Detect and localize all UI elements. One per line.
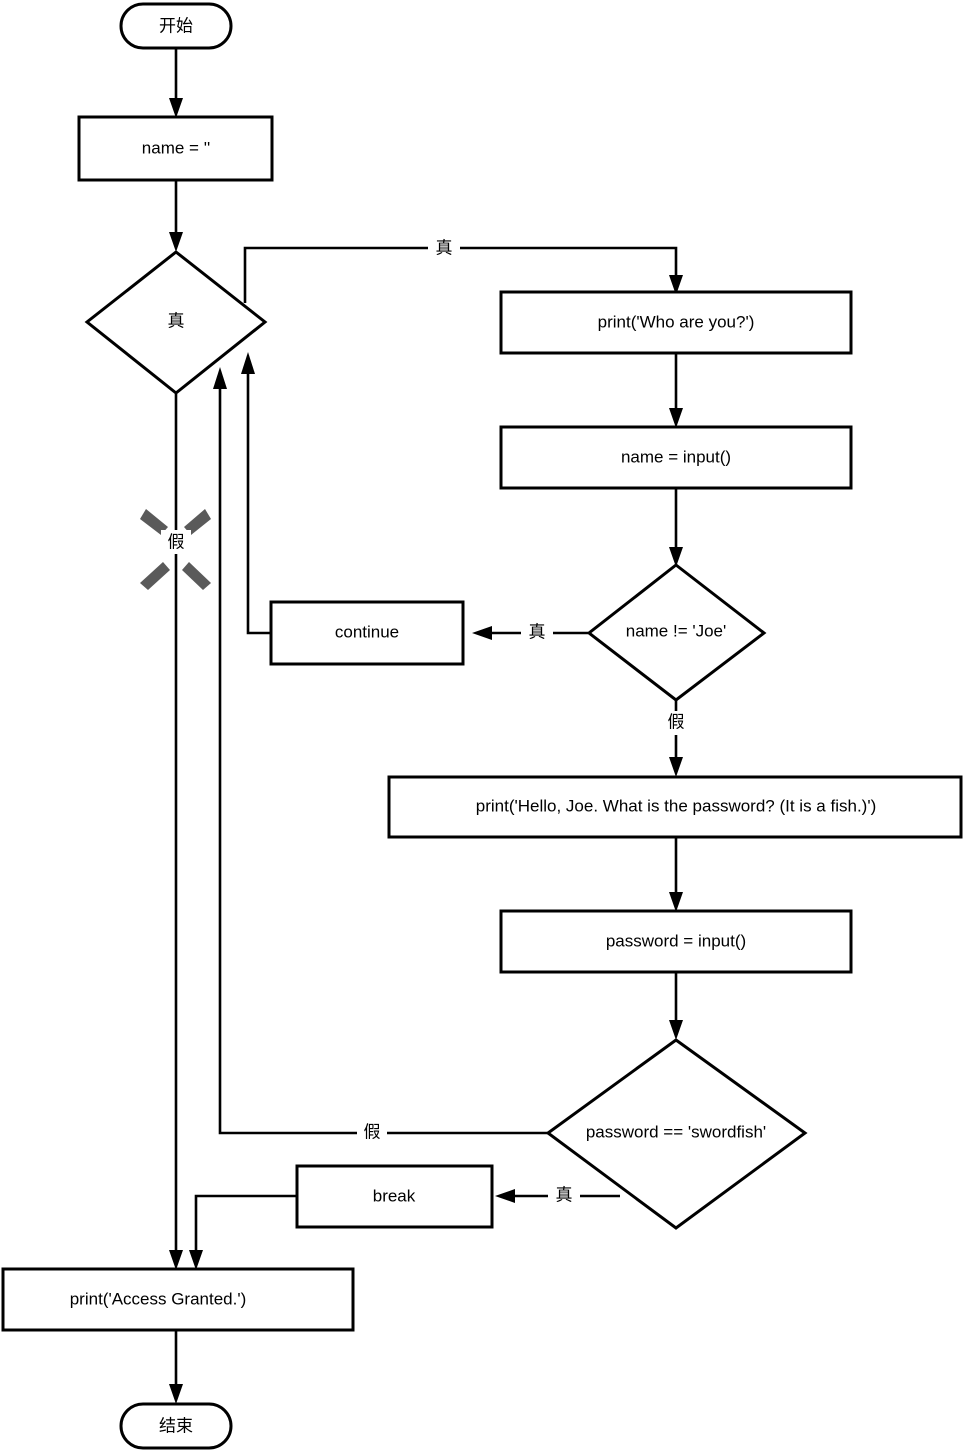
node-break[interactable]: break bbox=[295, 1164, 494, 1229]
node-password-check[interactable]: password == 'swordfish' bbox=[545, 1038, 808, 1230]
edge-printwho-to-nameinput bbox=[669, 352, 683, 428]
svg-text:假: 假 bbox=[668, 712, 685, 731]
edge-label-pass-true: 真 bbox=[548, 1184, 580, 1208]
node-continue-label: continue bbox=[335, 622, 399, 641]
node-name-check[interactable]: name != 'Joe' bbox=[586, 563, 767, 702]
node-print-access[interactable]: print('Access Granted.') bbox=[1, 1267, 355, 1332]
svg-text:假: 假 bbox=[168, 532, 185, 551]
node-start-label: 开始 bbox=[159, 16, 193, 35]
svg-text:真: 真 bbox=[556, 1185, 573, 1204]
node-name-input-label: name = input() bbox=[621, 447, 731, 466]
edge-nameinput-to-namecheck bbox=[669, 488, 683, 567]
line-crossing-mark bbox=[140, 509, 211, 590]
edge-loopcond-false-to-printaccess bbox=[169, 394, 183, 1270]
edge-label-pass-false: 假 bbox=[357, 1121, 387, 1145]
edge-passcheck-false-to-loopcond bbox=[213, 367, 548, 1135]
edge-label-name-false: 假 bbox=[661, 711, 691, 735]
edge-passinput-to-passcheck bbox=[669, 972, 683, 1040]
node-init-name-label: name = '' bbox=[142, 138, 210, 157]
node-password-input[interactable]: password = input() bbox=[499, 909, 853, 974]
svg-text:真: 真 bbox=[436, 238, 453, 257]
edge-break-to-printaccess bbox=[189, 1194, 297, 1270]
edge-start-to-init bbox=[169, 48, 183, 118]
node-print-hello-label: print('Hello, Joe. What is the password?… bbox=[476, 796, 876, 815]
node-name-check-label: name != 'Joe' bbox=[626, 621, 727, 640]
node-end[interactable]: 结束 bbox=[119, 1402, 233, 1450]
node-loop-condition-label: 真 bbox=[168, 311, 185, 330]
edge-printaccess-to-end bbox=[169, 1330, 183, 1404]
node-start[interactable]: 开始 bbox=[119, 2, 233, 50]
node-print-who-label: print('Who are you?') bbox=[598, 312, 755, 331]
edge-loopcond-true-to-printwho bbox=[243, 246, 683, 303]
node-end-label: 结束 bbox=[159, 1416, 193, 1435]
edge-continue-to-loopcond bbox=[241, 352, 271, 635]
svg-text:假: 假 bbox=[364, 1122, 381, 1141]
edge-label-loop-false: 假 bbox=[161, 530, 191, 554]
edge-init-to-loopcond bbox=[169, 180, 183, 252]
edge-label-name-true: 真 bbox=[521, 621, 553, 645]
node-continue[interactable]: continue bbox=[269, 600, 465, 666]
node-password-input-label: password = input() bbox=[606, 931, 746, 950]
node-name-input[interactable]: name = input() bbox=[499, 425, 853, 490]
node-print-who[interactable]: print('Who are you?') bbox=[499, 290, 853, 355]
edge-printhello-to-passinput bbox=[669, 837, 683, 912]
node-break-label: break bbox=[373, 1186, 416, 1205]
node-print-access-label: print('Access Granted.') bbox=[70, 1289, 247, 1308]
node-print-hello[interactable]: print('Hello, Joe. What is the password?… bbox=[387, 775, 963, 839]
node-init-name[interactable]: name = '' bbox=[77, 115, 274, 182]
svg-text:真: 真 bbox=[529, 622, 546, 641]
node-loop-condition[interactable]: 真 bbox=[84, 250, 268, 395]
node-password-check-label: password == 'swordfish' bbox=[586, 1122, 766, 1141]
edge-label-loop-true: 真 bbox=[428, 236, 460, 260]
